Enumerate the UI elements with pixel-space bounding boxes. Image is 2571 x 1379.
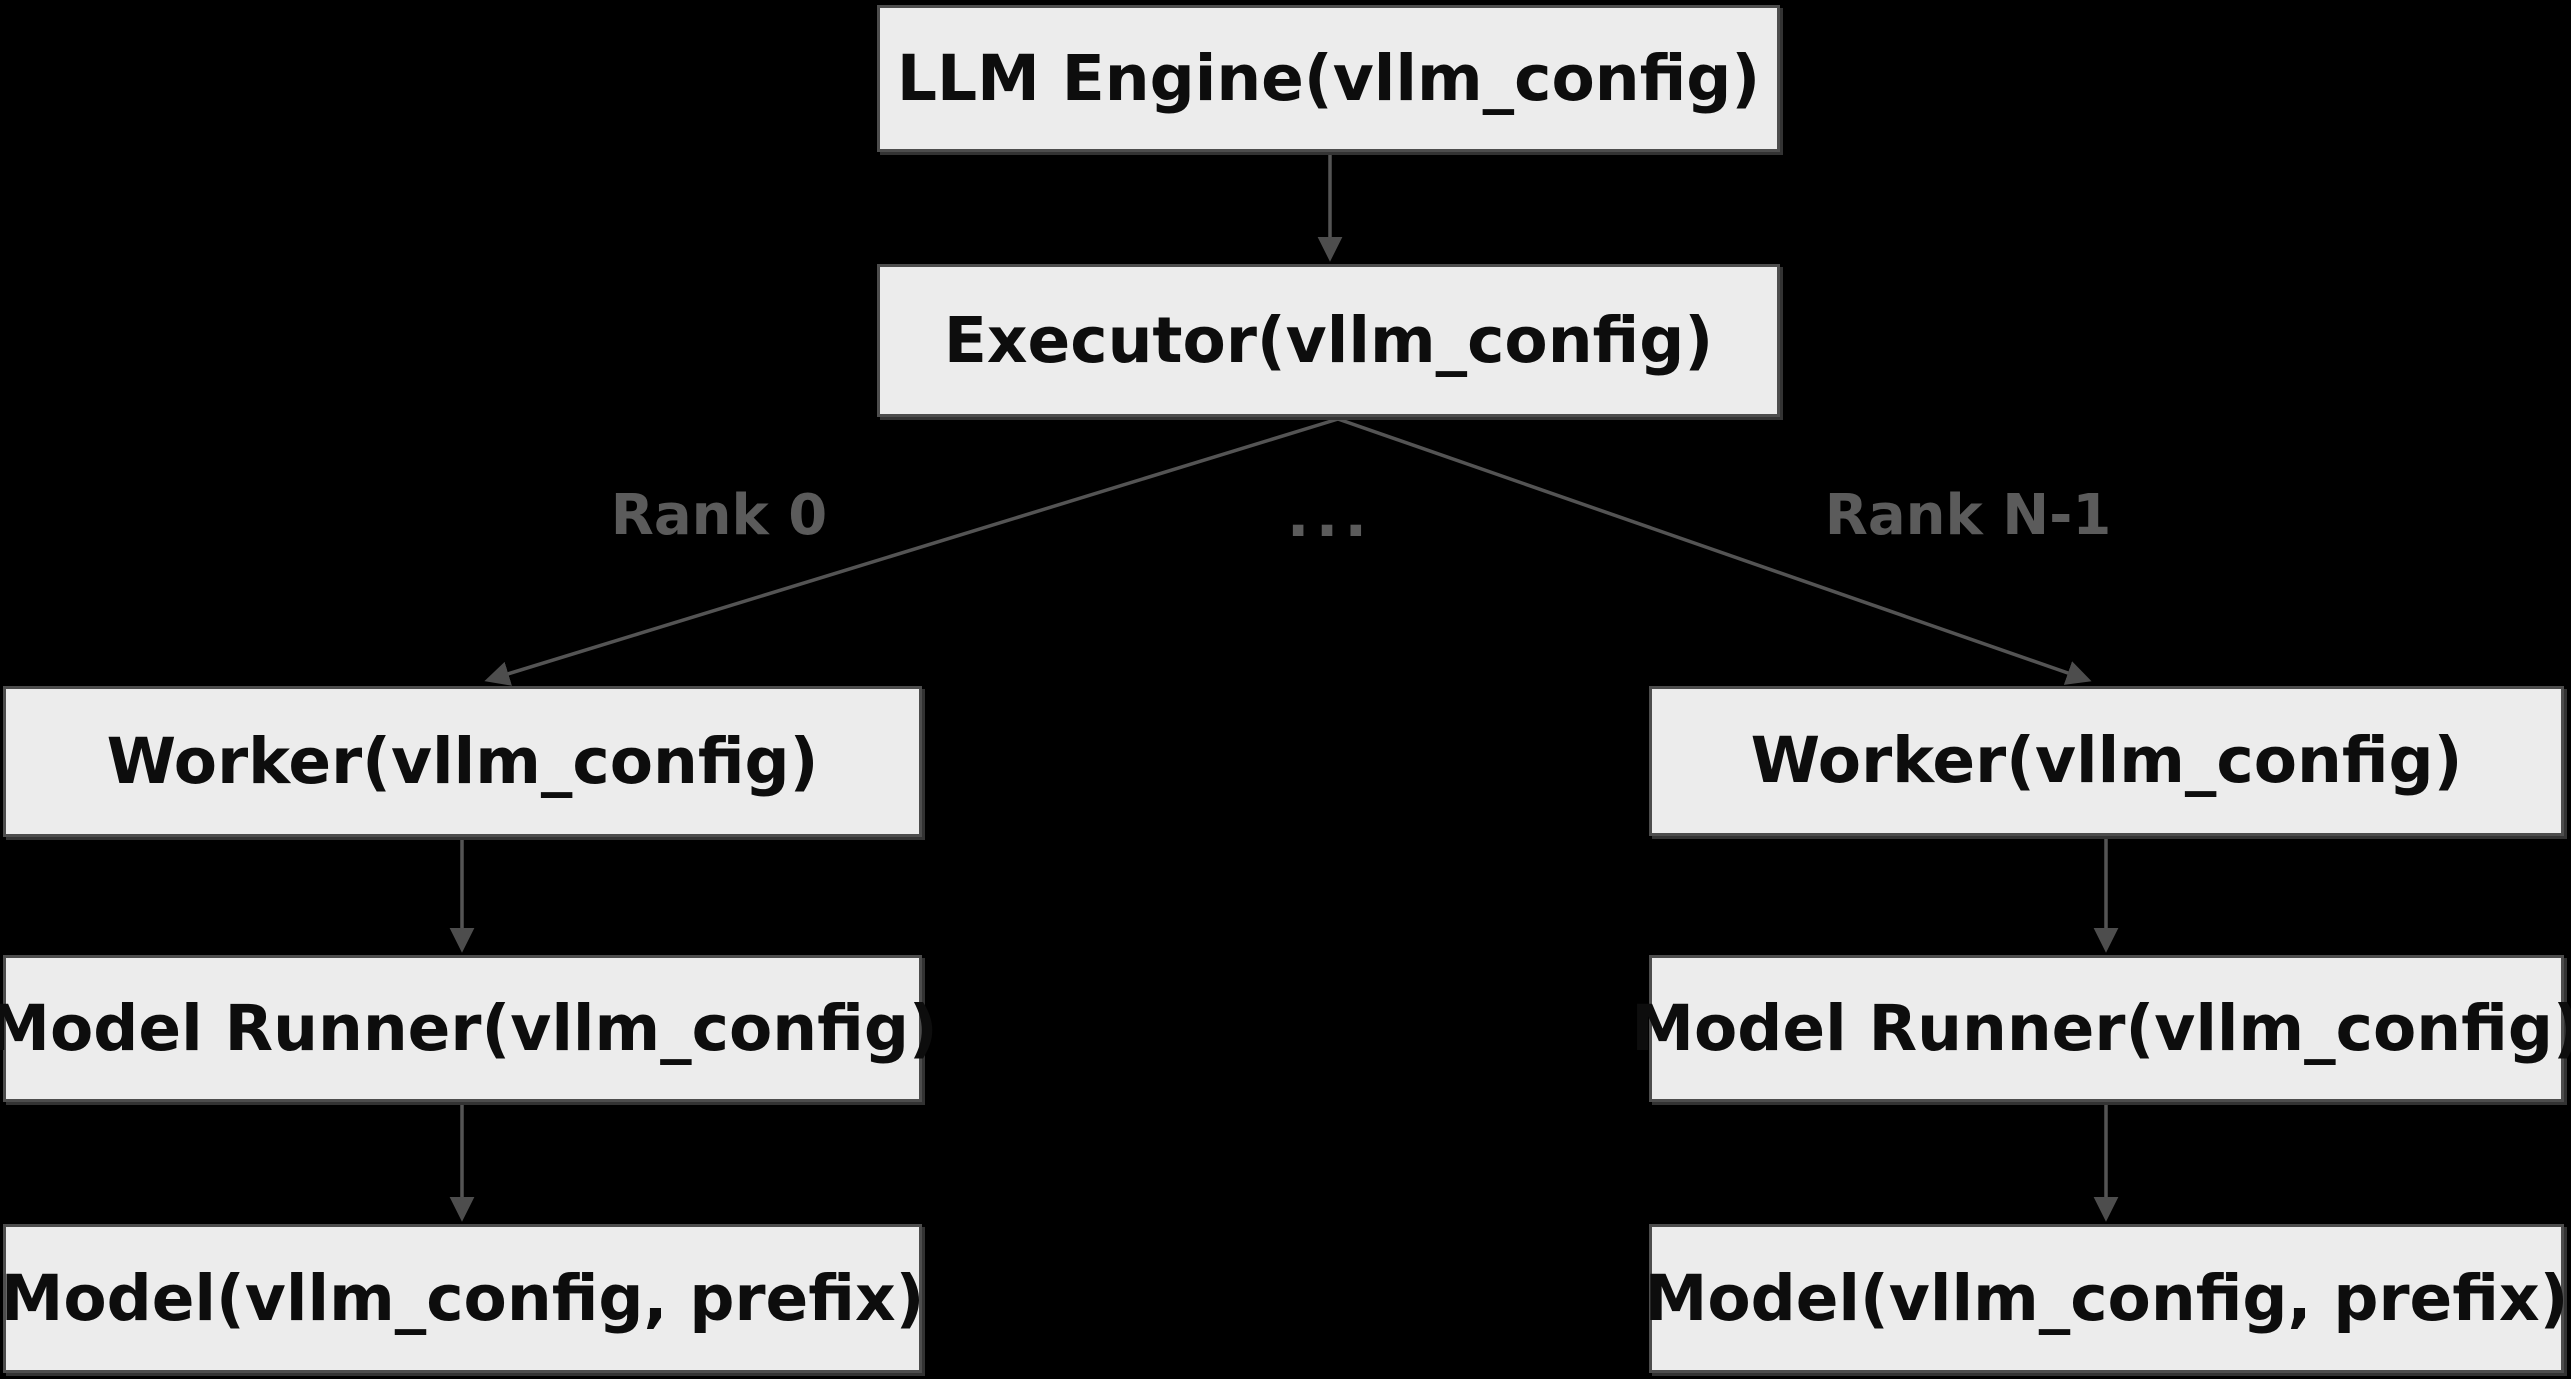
node-worker-rank-n-1-label: Worker(vllm_config) — [1750, 724, 2463, 798]
node-model-runner-rank-n-1-label: Model Runner(vllm_config) — [1631, 991, 2571, 1065]
node-worker-rank-n-1: Worker(vllm_config) — [1649, 686, 2564, 836]
node-model-rank0: Model(vllm_config, prefix) — [0, 1224, 925, 1373]
node-model-runner-rank0-label: Model Runner(vllm_config) — [0, 991, 938, 1065]
node-model-rank-n-1-label: Model(vllm_config, prefix) — [1644, 1261, 2569, 1335]
node-model-rank0-label: Model(vllm_config, prefix) — [0, 1261, 925, 1335]
node-model-runner-rank0: Model Runner(vllm_config) — [0, 955, 938, 1102]
node-executor-label: Executor(vllm_config) — [943, 303, 1714, 377]
arrow-executor-to-worker-left — [484, 417, 1339, 686]
edge-label-rank-0: Rank 0 — [610, 483, 828, 548]
edge-label-ellipsis: ... — [1286, 481, 1374, 551]
node-worker-rank0: Worker(vllm_config) — [3, 686, 922, 837]
node-llm-engine: LLM Engine(vllm_config) — [877, 5, 1780, 152]
node-model-rank-n-1: Model(vllm_config, prefix) — [1645, 1224, 2568, 1373]
node-model-runner-rank-n-1: Model Runner(vllm_config) — [1631, 955, 2571, 1102]
node-llm-engine-label: LLM Engine(vllm_config) — [896, 41, 1761, 115]
node-executor: Executor(vllm_config) — [877, 264, 1780, 417]
edge-label-rank-n-1: Rank N-1 — [1824, 483, 2112, 548]
node-worker-rank0-label: Worker(vllm_config) — [106, 724, 819, 798]
arrow-executor-to-worker-right — [1337, 417, 2092, 685]
